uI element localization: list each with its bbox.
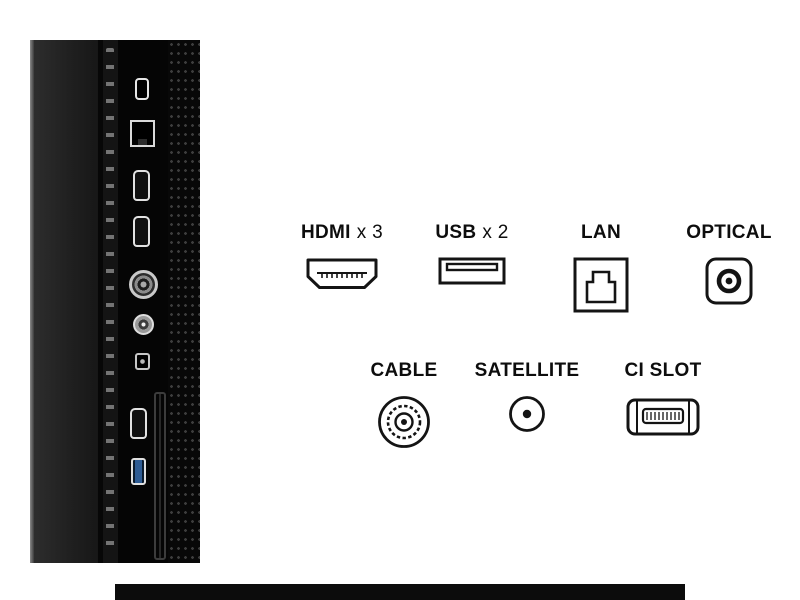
hdmi-icon [304,256,380,292]
optical-port-icon [135,353,150,370]
satellite-icon [507,394,547,434]
cable-icon [376,394,432,450]
cable-port-icon [129,270,158,299]
legend-cable: CABLE [334,360,474,450]
hdmi-label-count: x 3 [356,222,383,243]
optical-label-name: OPTICAL [686,222,772,243]
legend-ci-slot: CI SLOT [593,360,733,440]
usb-label-name: USB [435,222,477,243]
lan-icon [572,256,630,314]
panel-seam [98,40,103,563]
hdmi-port-icon [133,216,150,247]
mini-av-port-icon [135,78,149,100]
panel-edge-highlight [30,40,34,563]
cable-label-name: CABLE [370,360,438,381]
lan-label-name: LAN [581,222,621,243]
satellite-port-icon [133,314,154,335]
ci-slot-legend-icon [625,394,701,440]
satellite-label-name: SATELLITE [474,360,580,381]
lan-port-icon [130,120,155,147]
ci-slot-label-name: CI SLOT [624,360,702,381]
tv-bottom-edge [115,584,685,600]
usb-port-icon [131,458,146,485]
legend-lan: LAN [531,222,671,314]
lan-label: LAN [581,222,621,244]
optical-icon [704,256,754,306]
speaker-grille-texture [168,40,200,563]
legend-satellite: SATELLITE [457,360,597,434]
hdmi-port-icon [130,408,147,439]
ci-slot-label: CI SLOT [624,360,701,382]
hdmi-label-name: HDMI [301,222,351,243]
optical-label: OPTICAL [686,222,772,244]
usb-label-count: x 2 [482,222,509,243]
cable-label: CABLE [371,360,438,382]
legend-optical: OPTICAL [659,222,799,306]
vent-holes [106,48,114,555]
hdmi-port-icon [133,170,150,201]
panel-bezel [34,40,98,563]
tv-side-panel [30,40,200,563]
ci-slot-icon [154,392,166,560]
satellite-label: SATELLITE [475,360,580,382]
usb-icon [437,256,507,286]
